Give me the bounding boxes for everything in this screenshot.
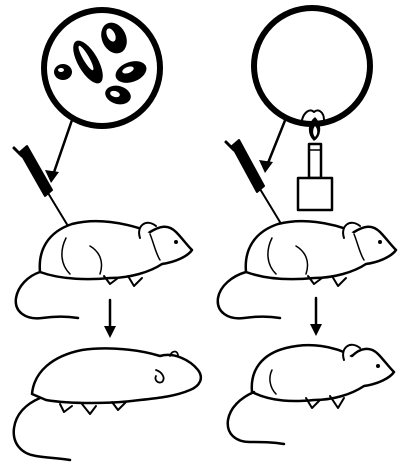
mouse-dead — [14, 348, 201, 460]
mouse-alive — [228, 345, 394, 444]
bacteria-magnified-view — [44, 10, 160, 126]
left-panel — [14, 10, 201, 460]
pointer-arrow — [45, 120, 72, 183]
burner-icon — [298, 118, 332, 210]
mouse-healthy — [218, 221, 396, 318]
down-arrow — [310, 298, 322, 336]
bacteria-cell — [54, 64, 72, 80]
down-arrow — [104, 300, 116, 338]
heated-magnified-view — [254, 8, 370, 124]
mouse-healthy — [16, 221, 192, 318]
right-panel — [218, 8, 396, 444]
pointer-arrow — [259, 118, 286, 173]
